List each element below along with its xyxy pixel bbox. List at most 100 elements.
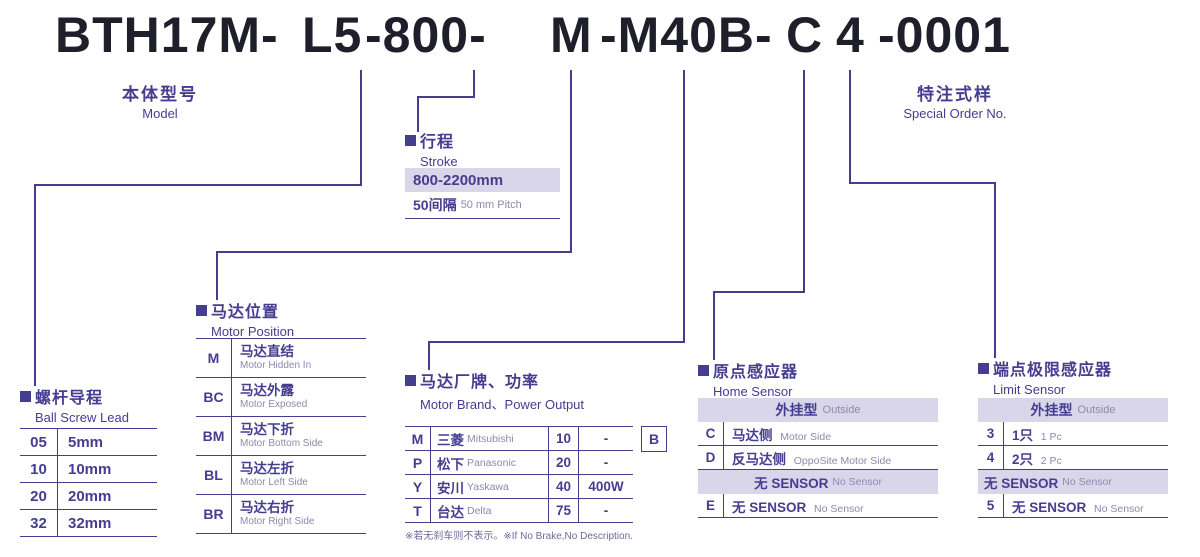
lead-row: 32 32mm [20, 510, 157, 537]
limit-sensor-title-zh: 端点极限感应器 [993, 362, 1113, 379]
lead-value: 10mm [68, 460, 112, 478]
motor-brand-name: 松下 Panasonic [431, 451, 549, 474]
motor-brand-name: 台达 Delta [431, 499, 549, 522]
stroke-callout-line [417, 96, 475, 98]
motor-brand-row: T 台达 Delta 75 - [405, 499, 633, 523]
motor-position-desc: 马达右折 Motor Right Side [240, 500, 315, 527]
limit-sensor-section-title: 端点极限感应器 Limit Sensor [978, 356, 1112, 397]
motor-position-desc: 马达左折 Motor Left Side [240, 461, 308, 488]
motor-position-title-en: Motor Position [211, 324, 295, 339]
motor-position-code: M [196, 339, 232, 377]
stroke-bullet-icon [405, 134, 416, 146]
motor-brand-bullet-icon [405, 374, 416, 386]
model-code-segment-body: BTH17M- [55, 7, 279, 63]
motor-brand-callout-line [683, 70, 685, 343]
stroke-callout-line [417, 96, 419, 132]
motor-brand-code: P [405, 451, 431, 474]
home-sensor-table: 外挂型 Outside C 马达侧 Motor Side D 反马达侧 Oppo… [698, 398, 938, 518]
lead-code: 05 [20, 429, 58, 455]
lead-code: 10 [20, 456, 58, 482]
home-sensor-desc: 马达侧 Motor Side [732, 427, 832, 443]
limit-sensor-code: 3 [978, 422, 1004, 445]
limit-sensor-code: 4 [978, 446, 1004, 469]
limit-sensor-code: 5 [978, 494, 1004, 517]
limit-sensor-bullet-icon [978, 362, 989, 374]
lead-callout-line [34, 184, 362, 186]
motor-brand-code: Y [405, 475, 431, 498]
lead-title-en: Ball Screw Lead [35, 410, 129, 425]
motor-brand-row: Y 安川 Yaskawa 40 400W [405, 475, 633, 499]
lead-code: 20 [20, 483, 58, 509]
home-sensor-desc: 无 SENSOR No Sensor [732, 499, 864, 515]
lead-title-zh: 螺杆导程 [35, 390, 104, 407]
model-label: 本体型号 Model [90, 80, 230, 121]
motor-position-callout-line [216, 251, 572, 253]
motor-power-code: 75 [549, 499, 579, 522]
limit-sensor-callout-line [994, 182, 996, 358]
model-code-segment-home-sensor: C [786, 7, 824, 63]
stroke-range-value: 800-2200mm [413, 171, 504, 189]
motor-brand-row: P 松下 Panasonic 20 - [405, 451, 633, 475]
motor-brand-name: 三菱 Mitsubishi [431, 427, 549, 450]
motor-power-code: 10 [549, 427, 579, 450]
motor-power-code: 20 [549, 451, 579, 474]
home-sensor-code: D [698, 446, 724, 469]
limit-sensor-callout-line [849, 182, 996, 184]
motor-brand-callout-line [428, 341, 430, 370]
brake-code-box: B [641, 426, 667, 452]
home-sensor-no-sensor-band: 无 SENSOR No Sensor [698, 470, 938, 494]
motor-brand-title-en: Motor Brand、Power Output [420, 397, 585, 412]
special-order-label-zh: 特注式样 [917, 85, 993, 104]
motor-power-code: 40 [549, 475, 579, 498]
motor-position-row: M 马达直结 Motor Hidden In [196, 339, 366, 378]
stroke-pitch-en: 50 mm Pitch [460, 199, 522, 211]
motor-position-row: BC 马达外露 Motor Exposed [196, 378, 366, 417]
model-code-segment-limit-sensor: 4 [836, 7, 865, 63]
motor-position-row: BR 马达右折 Motor Right Side [196, 495, 366, 534]
lead-callout-line [34, 184, 36, 386]
motor-position-desc: 马达直结 Motor Hidden In [240, 344, 312, 371]
motor-brand-table: M 三菱 Mitsubishi 10 - P 松下 Panasonic 20 -… [405, 426, 633, 523]
stroke-pitch-zh: 50间隔 [413, 197, 457, 213]
stroke-section-title: 行程 Stroke [405, 128, 458, 169]
model-code-segment-motor-brand: -M40B- [600, 7, 773, 63]
lead-code: 32 [20, 510, 58, 536]
lead-value: 5mm [68, 433, 104, 451]
motor-brand-title-zh: 马达厂牌、功率 [420, 374, 540, 391]
motor-position-code: BR [196, 495, 232, 533]
lead-callout-line [360, 70, 362, 186]
motor-brand-code: M [405, 427, 431, 450]
motor-brand-row: M 三菱 Mitsubishi 10 - [405, 427, 633, 451]
home-sensor-code: E [698, 494, 724, 517]
motor-brand-section-title: 马达厂牌、功率 Motor Brand、Power Output [405, 368, 584, 413]
stroke-table: 800-2200mm 50间隔 50 mm Pitch [405, 168, 560, 219]
home-sensor-row: E 无 SENSOR No Sensor [698, 494, 938, 518]
limit-sensor-desc: 无 SENSOR No Sensor [1012, 499, 1144, 515]
special-order-label-en: Special Order No. [903, 106, 1007, 121]
home-sensor-desc: 反马达侧 OppoSite Motor Side [732, 451, 892, 467]
model-code-segment-stroke: -800- [365, 7, 487, 63]
limit-sensor-desc: 1只 1 Pc [1012, 427, 1062, 443]
motor-position-desc: 马达下折 Motor Bottom Side [240, 422, 323, 449]
motor-position-row: BM 马达下折 Motor Bottom Side [196, 417, 366, 456]
home-sensor-title-en: Home Sensor [713, 384, 793, 399]
home-sensor-header: 外挂型 Outside [698, 398, 938, 422]
motor-position-title-zh: 马达位置 [211, 304, 280, 321]
model-label-zh: 本体型号 [122, 85, 198, 104]
home-sensor-title-zh: 原点感应器 [713, 364, 799, 381]
model-code-segment-lead: L5 [302, 7, 363, 63]
motor-power-value: - [603, 503, 609, 518]
motor-brand-callout-line [428, 341, 685, 343]
home-sensor-code: C [698, 422, 724, 445]
motor-power-value: - [603, 431, 609, 446]
limit-sensor-desc: 2只 2 Pc [1012, 451, 1062, 467]
limit-sensor-no-sensor-band: 无 SENSOR No Sensor [978, 470, 1168, 494]
limit-sensor-row: 5 无 SENSOR No Sensor [978, 494, 1168, 518]
stroke-range-row: 800-2200mm [405, 168, 560, 192]
home-sensor-section-title: 原点感应器 Home Sensor [698, 358, 798, 399]
motor-position-callout-line [570, 70, 572, 253]
motor-position-code: BL [196, 456, 232, 494]
home-sensor-callout-line [713, 291, 715, 360]
motor-position-code: BM [196, 417, 232, 455]
